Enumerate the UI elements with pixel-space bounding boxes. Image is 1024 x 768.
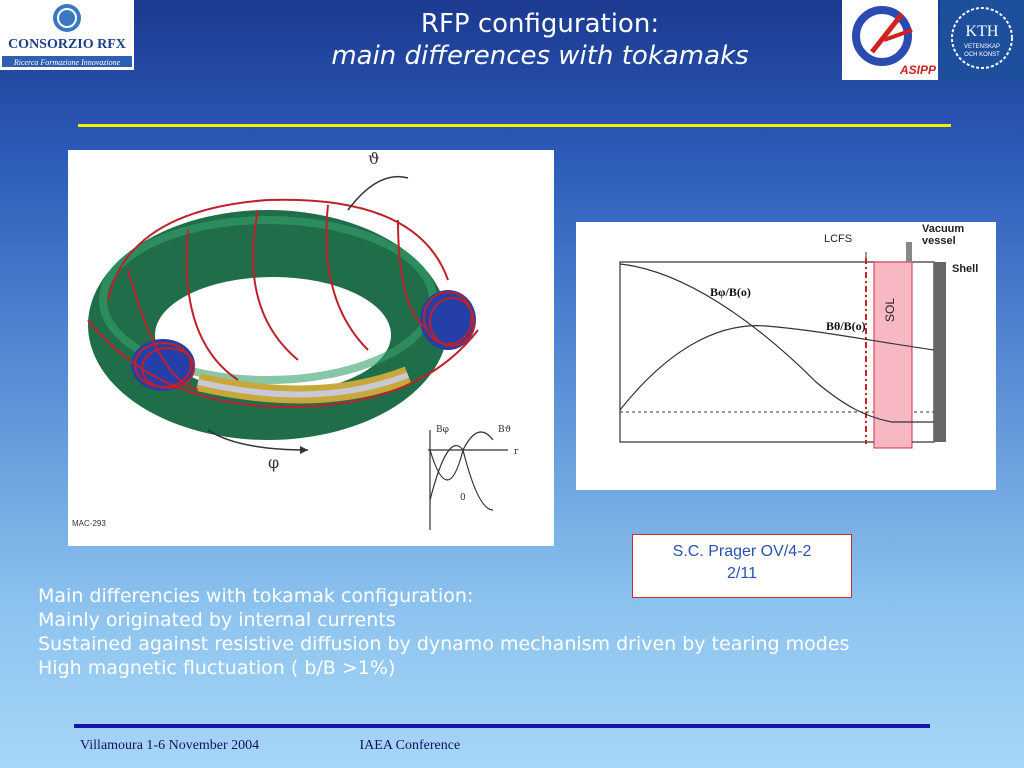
bullet-item: Sustained against resistive diffusion by… (38, 633, 850, 655)
footer-divider (74, 724, 930, 728)
field-profile-figure: Vacuum vessel LCFS Shell SOL Bφ/B(o) Bθ/… (576, 222, 996, 490)
b-phi-label: Bφ (436, 425, 449, 435)
shell-label: Shell (952, 263, 978, 275)
consorzio-rfx-logo: CONSORZIO RFX Ricerca Formazione Innovaz… (0, 0, 134, 70)
title-line-1: RFP configuration: (420, 9, 660, 39)
kth-name: KTH (966, 23, 999, 40)
rfx-tagline: Ricerca Formazione Innovazione (13, 58, 121, 67)
sol-label: SOL (883, 298, 897, 322)
phi-label: φ (268, 453, 279, 472)
r-label: r (514, 447, 519, 457)
vacuum-label-2: vessel (922, 235, 956, 247)
citation-line-1: S.C. Prager OV/4-2 (672, 543, 812, 560)
vacuum-label-1: Vacuum (922, 223, 964, 235)
citation-line-2: 2/11 (727, 565, 757, 582)
asipp-logo: ASIPP (842, 0, 938, 80)
bullet-list: Main differencies with tokamak configura… (38, 584, 998, 680)
kth-sub2: OCH KONST (964, 52, 1000, 58)
theta-label: ϑ (368, 150, 379, 168)
rfx-name: CONSORZIO RFX (8, 37, 126, 52)
page-title: RFP configuration: main differences with… (200, 8, 880, 72)
kth-logo: KTH VETENSKAP OCH KONST (940, 0, 1024, 80)
footer-location-date: Villamoura 1-6 November 2004 (80, 738, 260, 753)
bullet-item: Mainly originated by internal currents (38, 609, 396, 631)
lcfs-label: LCFS (824, 233, 852, 245)
bullet-item: Main differencies with tokamak configura… (38, 585, 474, 607)
b-theta-label: Bϑ (498, 425, 512, 435)
title-line-2: main differences with tokamaks (331, 41, 749, 71)
btheta-label: Bθ/B(o) (826, 319, 866, 333)
asipp-name: ASIPP (899, 63, 937, 77)
footer-conference: IAEA Conference (359, 738, 461, 753)
citation-box: S.C. Prager OV/4-2 2/11 (632, 534, 852, 598)
zero-label: 0 (460, 493, 466, 503)
bullet-item: High magnetic fluctuation ( b/B >1%) (38, 657, 396, 679)
footer: Villamoura 1-6 November 2004 IAEA Confer… (80, 738, 460, 754)
torus-field-figure: ϑ φ Bφ Bϑ 0 r MAC-293 (68, 149, 554, 546)
title-divider (78, 124, 951, 127)
figure-code: MAC-293 (72, 519, 106, 528)
kth-sub1: VETENSKAP (964, 44, 1000, 50)
bphi-label: Bφ/B(o) (710, 285, 751, 299)
